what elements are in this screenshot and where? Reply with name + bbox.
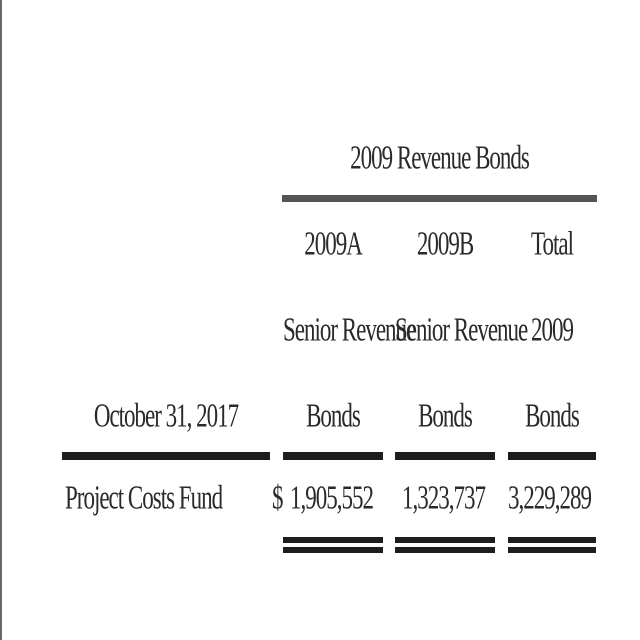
col-2009b-header-rule [395,452,495,460]
currency-symbol: $ [272,479,283,516]
col-total-line3: Bonds [525,397,580,434]
value-2009a-double-rule-top [283,537,383,543]
col-2009a-line1: 2009A [304,225,363,262]
col-2009a-line2: Senior Revenue [283,311,416,348]
value-total-double-rule-top [508,537,596,543]
col-2009b-line2: Senior Revenue [395,311,528,348]
value-total: 3,229,289 [508,479,592,516]
group-header-rule [282,195,597,202]
value-2009b-double-rule-bottom [395,547,495,553]
row-label: Project Costs Fund [65,479,223,516]
row-header-date: October 31, 2017 [93,397,239,434]
value-2009a-double-rule-bottom [283,547,383,553]
page-left-border [0,0,2,640]
col-2009b-line3: Bonds [418,397,473,434]
group-header: 2009 Revenue Bonds [350,139,530,176]
col-total-header-rule [508,452,596,460]
col-total-line2: 2009 [531,311,574,348]
value-2009a: 1,905,552 [290,479,374,516]
value-2009b-double-rule-top [395,537,495,543]
col-2009a-header-rule [283,452,383,460]
col-2009a-line3: Bonds [306,397,361,434]
col-total-line1: Total [531,225,574,262]
value-2009b: 1,323,737 [402,479,486,516]
col-2009b-line1: 2009B [416,225,474,262]
row-header-rule [62,452,270,460]
value-total-double-rule-bottom [508,547,596,553]
